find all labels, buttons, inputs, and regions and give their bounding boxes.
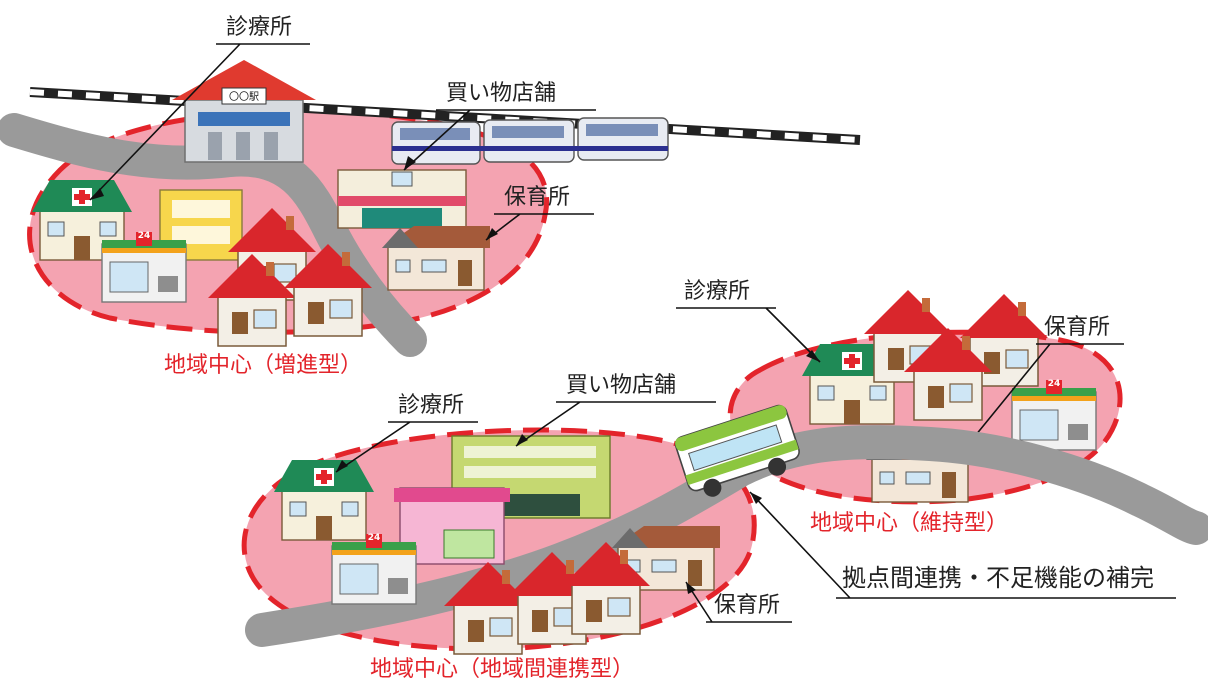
label-nursery-bottom: 保育所 [714, 593, 780, 618]
convenience-store-right [1011, 379, 1097, 451]
region-maintain-label: 地域中心（維持型） [810, 511, 1008, 536]
callout-clinic-top [89, 43, 310, 201]
callout-shop-top [403, 109, 596, 171]
label-linkage: 拠点間連携・不足機能の補完 [842, 564, 1154, 592]
label-nursery-top: 保育所 [504, 185, 570, 210]
label-clinic-right: 診療所 [684, 279, 750, 304]
label-clinic-top: 診療所 [226, 15, 292, 40]
label-shop-bottom: 買い物店舗 [566, 373, 676, 398]
nursery-top [381, 225, 491, 291]
bus [674, 404, 800, 497]
callout-shop-bottom [515, 401, 716, 447]
callout-linkage [749, 491, 1176, 599]
station-sign: 〇〇駅 [229, 91, 259, 103]
railway-track [29, 87, 861, 145]
label-nursery-right: 保育所 [1044, 315, 1110, 340]
callout-clinic-bottom [335, 421, 478, 473]
store-number-right: 24 [1048, 379, 1061, 389]
store-number-top: 24 [138, 231, 151, 241]
convenience-store-bottom [331, 533, 417, 605]
region-linkage-label: 地域中心（地域間連携型） [370, 657, 634, 682]
shop-building-bottom [394, 487, 510, 565]
train [391, 117, 669, 165]
region-enhance: 〇〇駅 [0, 15, 861, 378]
label-clinic-bottom: 診療所 [398, 393, 464, 418]
region-enhance-label: 地域中心（増進型） [164, 353, 362, 378]
train-station: 〇〇駅 [172, 60, 316, 163]
label-shop-top: 買い物店舗 [446, 81, 556, 106]
region-linkage: 診療所 買い物店舗 保育所 地域中心（地域間連携型） [241, 373, 1208, 682]
store-number-bottom: 24 [368, 533, 381, 543]
clinic-bottom [273, 459, 375, 541]
convenience-store-top [101, 231, 187, 303]
shop-building-top [337, 169, 467, 229]
